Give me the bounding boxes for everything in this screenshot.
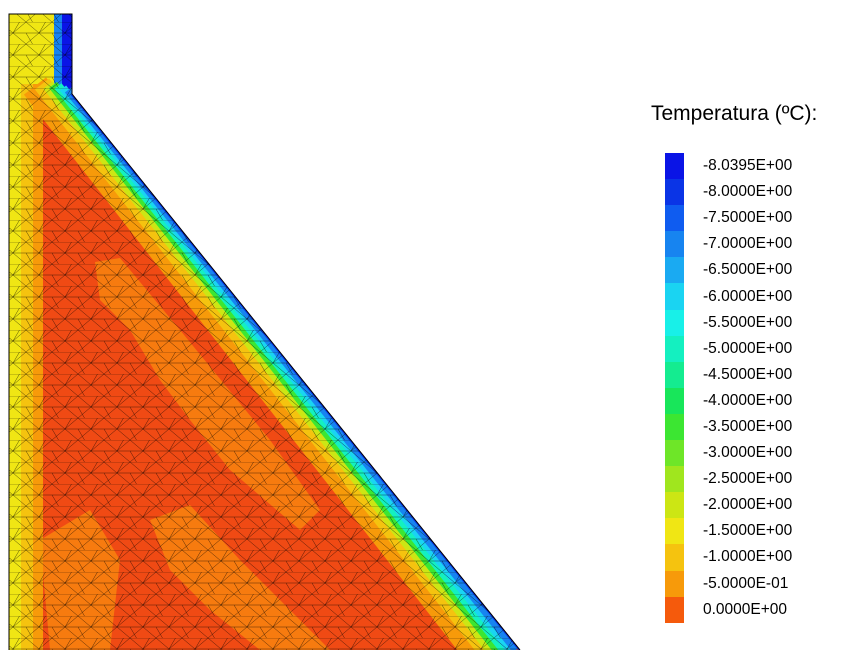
legend-entry: -2.5000E+00 [665,466,793,493]
legend-label: -3.5000E+00 [703,417,793,435]
legend-label: -8.0000E+00 [703,183,793,201]
legend-swatch [665,492,684,519]
legend-entry: -6.0000E+00 [665,283,793,310]
legend-entry: -7.0000E+00 [665,231,793,258]
legend-label: -7.5000E+00 [703,209,793,227]
legend-label: -5.0000E+00 [703,339,793,357]
dam-cross-section [9,14,520,650]
dam-outline [8,13,521,650]
legend-title: Temperatura (ºC): [651,102,818,125]
legend-swatch [665,335,684,362]
legend-swatch [665,596,684,623]
legend-entry: -1.0000E+00 [665,544,793,571]
legend-entry: -5.0000E+00 [665,335,793,362]
legend-entry: -4.0000E+00 [665,387,793,414]
temperature-contour-plot [8,13,521,650]
legend-entry: -3.0000E+00 [665,440,793,467]
legend-entry: -4.5000E+00 [665,361,793,388]
legend-swatch [665,440,684,467]
legend-entry: -3.5000E+00 [665,413,793,441]
legend-entry: -8.0395E+00 [665,153,793,180]
legend-label: -1.0000E+00 [703,548,793,566]
legend-swatch [665,309,684,336]
legend-swatch [665,257,684,284]
color-legend: -8.0395E+00 -8.0000E+00 -7.5000E+00 -7.0000… [665,153,792,623]
legend-swatch [665,466,684,493]
legend-swatch [665,205,684,232]
legend-entry: -5.5000E+00 [665,309,793,336]
legend-label: -2.5000E+00 [703,470,793,488]
legend-entry: -6.5000E+00 [665,257,793,284]
legend-label: -8.0395E+00 [703,157,793,175]
legend-label: -7.0000E+00 [703,235,793,253]
legend-label: -4.0000E+00 [703,391,793,409]
legend-swatch [665,413,684,441]
legend-entry: -1.5000E+00 [665,518,793,545]
legend-entry: 0.0000E+00 [665,596,792,623]
legend-entry: -7.5000E+00 [665,205,793,232]
legend-label: -3.0000E+00 [703,444,793,462]
finite-element-mesh [9,14,520,650]
legend-label: 0.0000E+00 [703,600,788,618]
legend-swatch [665,179,684,206]
legend-swatch [665,518,684,545]
legend-swatch [665,544,684,571]
legend-swatch [665,283,684,310]
legend-label: -6.5000E+00 [703,261,793,279]
legend-entry: -2.0000E+00 [665,492,793,519]
legend-entry: -8.0000E+00 [665,179,793,206]
legend-label: -4.5000E+00 [703,365,793,383]
legend-swatch [665,387,684,414]
legend-swatch [665,153,684,180]
legend-swatch [665,231,684,258]
legend-swatch [665,361,684,388]
legend-label: -1.5000E+00 [703,522,793,540]
legend-label: -5.0000E-01 [703,574,789,592]
legend-label: -6.0000E+00 [703,287,793,305]
legend-swatch [665,570,684,597]
legend-label: -2.0000E+00 [703,496,793,514]
legend-entry: -5.0000E-01 [665,570,792,597]
legend-label: -5.5000E+00 [703,313,793,331]
